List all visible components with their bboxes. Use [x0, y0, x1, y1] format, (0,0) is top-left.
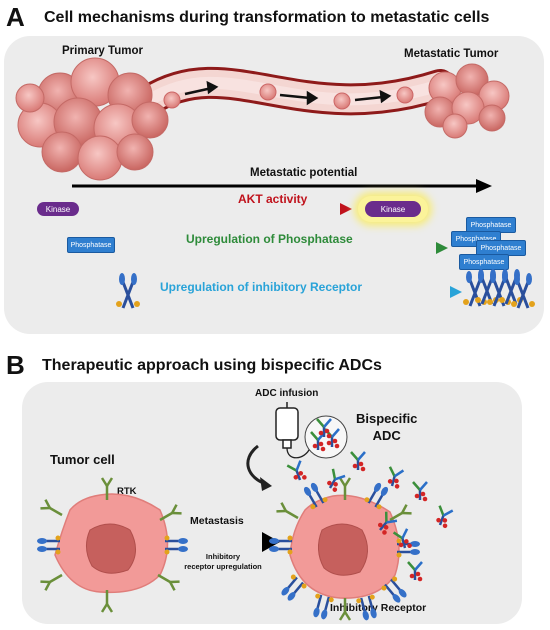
bispecific-adc-label: Bispecific ADC [356, 411, 418, 443]
akt-activity-label: AKT activity [238, 192, 308, 206]
kinase-small: Kinase [37, 202, 79, 216]
panel-a-letter: A [6, 2, 25, 32]
phosphatase-arrow [120, 242, 448, 254]
tumor-vessel-illustration [15, 57, 510, 181]
primary-tumor-cluster [15, 57, 169, 181]
metastatic-tumor-label: Metastatic Tumor [404, 48, 499, 60]
phosphatase-stack-4: Phosphatase [459, 254, 509, 270]
metastatic-potential-label: Metastatic potential [250, 167, 358, 179]
upregulation-receptor-label: Upregulation of inhibitory Receptor [160, 280, 363, 294]
rtk-label: RTK [117, 486, 137, 497]
metastatic-tumor-cluster [424, 63, 510, 139]
primary-tumor-label: Primary Tumor [62, 45, 143, 57]
tumor-cell-left [35, 476, 190, 614]
panel-b-letter: B [6, 350, 25, 380]
inhibitory-receptor-label: Inhibitory Receptor [330, 602, 427, 614]
adc-infusion-label: ADC infusion [255, 388, 319, 399]
phosphatase-small: Phosphatase [67, 237, 115, 253]
upregulation-phosphatase-label: Upregulation of Phosphatase [186, 232, 353, 246]
panel-a-title: Cell mechanisms during transformation to… [44, 9, 490, 26]
panel-b-title: Therapeutic approach using bispecific AD… [42, 357, 382, 374]
receptor-row-graphics [114, 267, 537, 310]
akt-arrow [85, 203, 352, 215]
kinase-activated: Kinase [365, 201, 421, 217]
tumor-cell-label: Tumor cell [50, 452, 115, 467]
tumor-cell-right [267, 476, 422, 623]
iv-bag-icon [275, 402, 311, 459]
metastatic-potential-arrow [72, 179, 492, 193]
inhibitory-upregulation-label: Inhibitory receptor upregulation [184, 552, 262, 571]
metastasis-label: Metastasis [190, 515, 244, 527]
